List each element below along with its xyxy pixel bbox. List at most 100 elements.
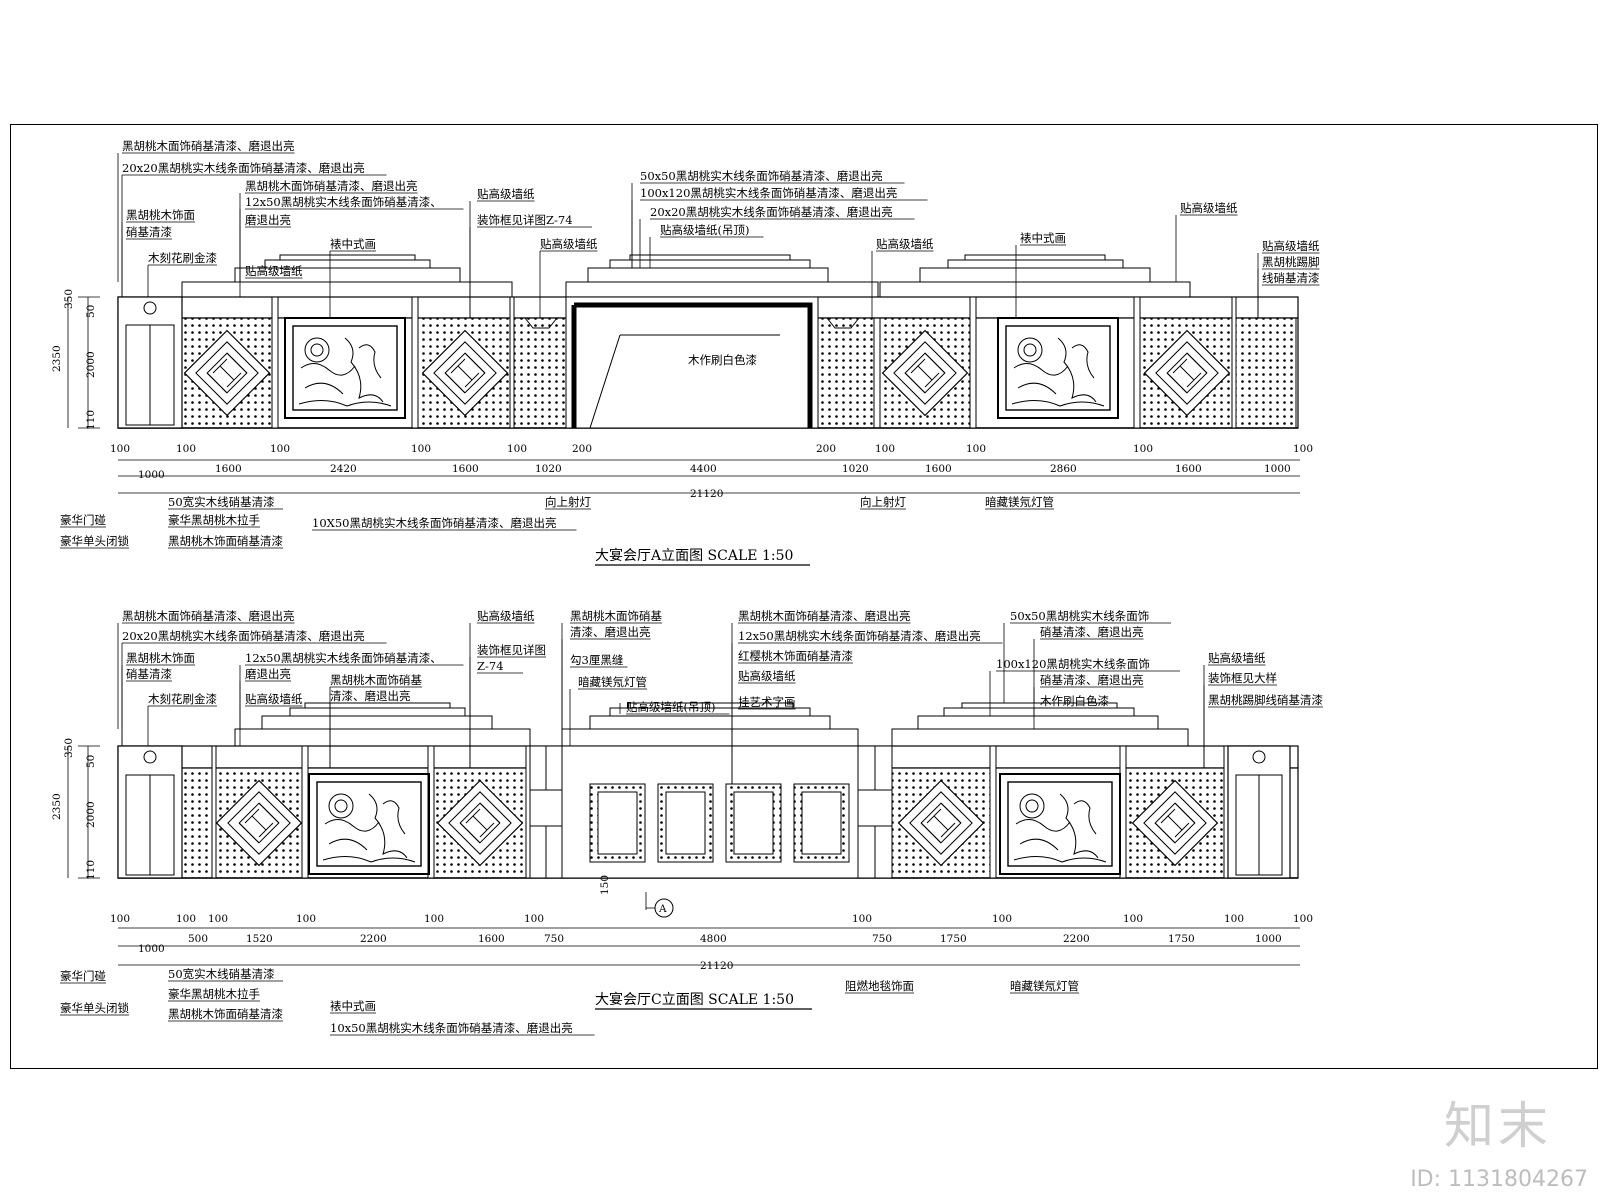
sheet-border	[10, 124, 1598, 1069]
elevation-a-label: 20x20黑胡桃实木线条面饰硝基清漆、磨退出亮	[122, 161, 365, 175]
elevation-a-label: 裱中式画	[1020, 231, 1066, 245]
elevation-c-dim: 150	[599, 875, 611, 895]
elevation-c-vertical-dim: 110	[85, 860, 97, 880]
elevation-a-dim: 1600	[215, 463, 242, 475]
elevation-a-label: 100x120黑胡桃实木线条面饰硝基清漆、磨退出亮	[640, 186, 897, 200]
elevation-c-label: 贴高级墙纸	[738, 669, 796, 683]
elevation-c-bottom-label: 10x50黑胡桃实木线条面饰硝基清漆、磨退出亮	[330, 1021, 573, 1035]
elevation-a-wall	[117, 254, 1299, 429]
dimension-lines	[67, 296, 1300, 1010]
elevation-a-bottom-label: 向上射灯	[545, 495, 591, 509]
elevation-c-dim: 750	[872, 933, 892, 945]
elevation-a-center-label: 木作刷白色漆	[688, 353, 757, 367]
elevation-c-bottom-label: 豪华单头闭锁	[60, 1001, 129, 1015]
elevation-c-dim: 100	[1123, 913, 1143, 925]
elevation-a-dim: 100	[507, 443, 527, 455]
elevation-a-bottom-label: 50宽实木线硝基清漆	[168, 495, 275, 509]
elevation-c-label: 黑胡桃踢脚线硝基清漆	[1208, 693, 1323, 707]
elevation-a-dim: 2860	[1050, 463, 1077, 475]
elevation-a-dim: 1600	[925, 463, 952, 475]
elevation-c-dim: 1750	[1168, 933, 1195, 945]
elevation-c-label: 暗藏镁氖灯管	[578, 675, 647, 689]
leader-lines	[60, 152, 1323, 1036]
elevation-a-dim: 100	[411, 443, 431, 455]
elevation-a-dim: 100	[875, 443, 895, 455]
elevation-a-bottom-label: 豪华门碰	[60, 513, 106, 527]
elevation-c-bottom-label: 裱中式画	[330, 999, 376, 1013]
elevation-c-label: 黑胡桃木饰面	[126, 651, 195, 665]
elevation-a-dim: 100	[1133, 443, 1153, 455]
elevation-c-total-dim: 21120	[700, 960, 733, 972]
elevation-a-label: 黑胡桃踢脚	[1262, 255, 1320, 269]
elevation-a-dim: 100	[1293, 443, 1313, 455]
elevation-a-label: 黑胡桃木面饰硝基清漆、磨退出亮	[245, 179, 418, 193]
elevation-a-dim: 1020	[535, 463, 562, 475]
elevation-c-label: 木刻花刷金漆	[148, 692, 217, 706]
elevation-a-label: 磨退出亮	[245, 213, 291, 227]
elevation-a-dim: 1020	[842, 463, 869, 475]
elevation-a-bottom-label: 豪华黑胡桃木拉手	[168, 513, 260, 527]
elevation-c-bottom-label: 黑胡桃木饰面硝基清漆	[168, 1007, 283, 1021]
elevation-a-dim: 200	[572, 443, 592, 455]
elevation-c-label: 黑胡桃木面饰硝基清漆、磨退出亮	[122, 609, 295, 623]
elevation-c-dim: 100	[208, 913, 228, 925]
elevation-a-dim: 4400	[690, 463, 717, 475]
elevation-c-dim: 1600	[478, 933, 505, 945]
elevation-c-dim: 1000	[138, 943, 165, 955]
elevation-c-label: 贴高级墙纸	[477, 609, 535, 623]
elevation-c-dim: 2200	[360, 933, 387, 945]
elevation-a-vertical-dim: 2000	[85, 351, 97, 378]
elevation-c-label: 装饰框见详图	[477, 643, 546, 657]
elevation-a-bottom-label: 10X50黑胡桃实木线条面饰硝基清漆、磨退出亮	[312, 516, 556, 530]
elevation-c-label: 红樱桃木饰面硝基清漆	[738, 649, 853, 663]
elevation-c-dim: 4800	[700, 933, 727, 945]
elevation-a-label: 硝基清漆	[126, 225, 172, 239]
elevation-a-label: 线硝基清漆	[1262, 271, 1320, 285]
elevation-c-bottom-label: 50宽实木线硝基清漆	[168, 967, 275, 981]
elevation-a-vertical-dim: 350	[63, 289, 75, 309]
elevation-c-label: 挂艺术字画	[738, 695, 796, 709]
elevation-a-vertical-dim: 110	[85, 410, 97, 430]
elevation-c-label: 清漆、磨退出亮	[570, 625, 651, 639]
elevation-a-dim: 1600	[1175, 463, 1202, 475]
elevation-c-dim: 100	[852, 913, 872, 925]
elevation-c-dim: 100	[176, 913, 196, 925]
elevation-a-bottom-label: 豪华单头闭锁	[60, 534, 129, 548]
elevation-a-dim: 1600	[452, 463, 479, 475]
elevation-a-label: 贴高级墙纸	[876, 237, 934, 251]
elevation-c-bottom-label: 豪华黑胡桃木拉手	[168, 987, 260, 1001]
elevation-c-dim: 500	[188, 933, 208, 945]
elevation-a-bottom-label: 暗藏镁氖灯管	[985, 495, 1054, 509]
elevation-c-label: 贴高级墙纸	[1208, 651, 1266, 665]
elevation-c-dim: 100	[524, 913, 544, 925]
elevation-a-vertical-dim: 50	[85, 305, 97, 318]
elevation-a-vertical-dim: 2350	[51, 345, 63, 372]
elevation-c-dim: 100	[296, 913, 316, 925]
elevation-c-label: 20x20黑胡桃实木线条面饰硝基清漆、磨退出亮	[122, 629, 365, 643]
elevation-c-vertical-dim: 2000	[85, 801, 97, 828]
elevation-c-bottom-label: 暗藏镁氖灯管	[1010, 979, 1079, 993]
elevation-a-bottom-label: 向上射灯	[860, 495, 906, 509]
elevation-a-total-dim: 21120	[690, 488, 723, 500]
elevation-c-label: Z-74	[477, 659, 504, 673]
elevation-a-label: 贴高级墙纸(吊顶)	[660, 223, 749, 237]
elevation-c-label: 100x120黑胡桃实木线条面饰	[996, 657, 1150, 671]
elevation-c-label: 清漆、磨退出亮	[330, 689, 411, 703]
elevation-c-bottom-label: 阻燃地毯饰面	[845, 979, 914, 993]
elevation-c-label: 硝基清漆、磨退出亮	[1040, 673, 1144, 687]
elevation-c-title: 大宴会厅C立面图 SCALE 1:50	[595, 991, 794, 1008]
elevation-a-dim: 1000	[138, 469, 165, 481]
elevation-c-label: 木作刷白色漆	[1040, 694, 1109, 708]
elevation-a-dim: 100	[966, 443, 986, 455]
elevation-c-dim: 100	[1293, 913, 1313, 925]
elevation-c-label: 勾3厘黑缝	[570, 653, 624, 667]
elevation-a-label: 贴高级墙纸	[1180, 201, 1238, 215]
elevation-a-dim: 100	[110, 443, 130, 455]
elevation-a-dim: 100	[270, 443, 290, 455]
elevation-c-dim: 2200	[1063, 933, 1090, 945]
elevation-a-dim: 1000	[1264, 463, 1291, 475]
elevation-c-label: 贴高级墙纸	[245, 692, 303, 706]
elevation-a-label: 贴高级墙纸	[477, 187, 535, 201]
elevation-a-label: 12x50黑胡桃实木线条面饰硝基清漆、	[245, 195, 442, 209]
